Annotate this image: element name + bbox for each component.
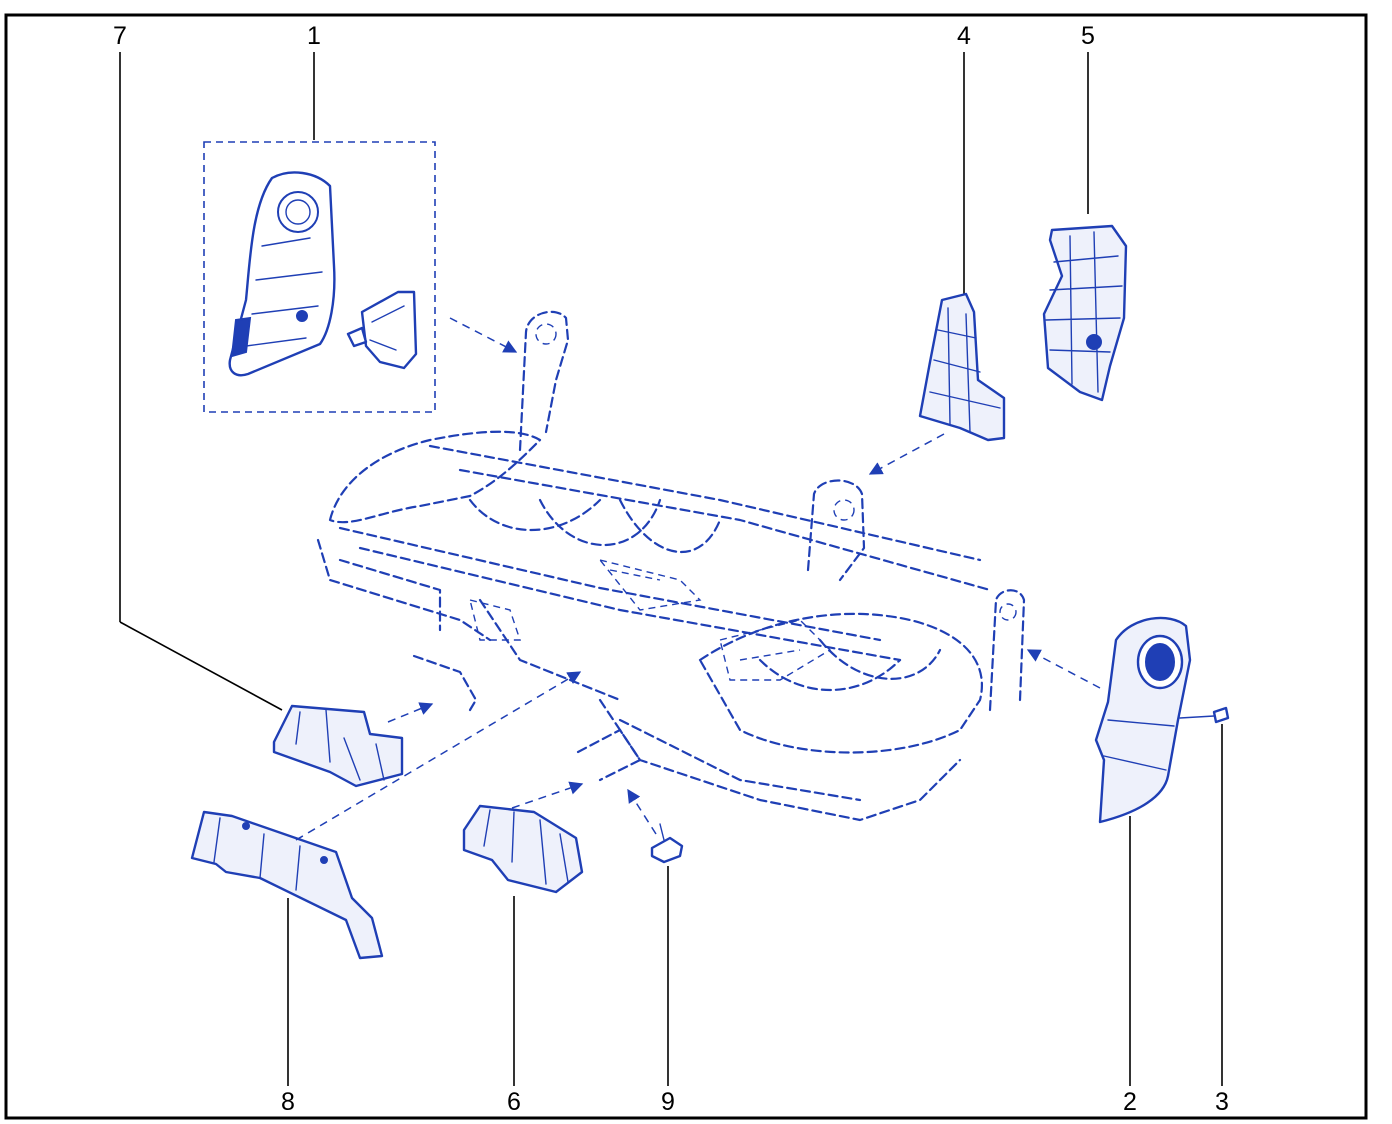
frame-front-lower-rail-2 bbox=[618, 718, 862, 802]
callout-labels: 7 1 4 5 8 6 9 2 3 bbox=[113, 22, 1229, 1116]
part-1-pivot-inner bbox=[285, 199, 311, 225]
frame-left-side-rail bbox=[316, 538, 492, 642]
part-1-pivot-ring bbox=[277, 191, 319, 233]
part-8-hole-2 bbox=[320, 856, 328, 864]
frame-left-track bbox=[412, 654, 478, 712]
arrow-part-7 bbox=[387, 702, 434, 723]
frame-rear-left-loop bbox=[328, 430, 542, 524]
callout-9: 9 bbox=[661, 1088, 675, 1116]
part-8-shell bbox=[190, 810, 384, 960]
frame-sag-3 bbox=[618, 498, 722, 554]
frame-right-pivot bbox=[999, 603, 1017, 621]
frame-center-mechanism bbox=[598, 558, 702, 611]
part-7-shell bbox=[272, 704, 404, 788]
part-6-lines bbox=[483, 809, 569, 885]
frame-long-tube-d bbox=[458, 468, 992, 592]
part-8-lines bbox=[213, 817, 301, 891]
part-5-mesh bbox=[1045, 231, 1123, 393]
part-6-track-cover-front bbox=[462, 804, 584, 894]
callout-8: 8 bbox=[281, 1088, 295, 1116]
frame-sag-1 bbox=[468, 498, 602, 531]
part-2-recliner-cover-right bbox=[1094, 616, 1192, 824]
part-4-upper-cover bbox=[918, 292, 1006, 442]
part-5-shell bbox=[1042, 224, 1128, 402]
callout-6: 6 bbox=[507, 1088, 521, 1116]
part-5-upper-cover-right bbox=[1042, 224, 1128, 402]
part-9-shank bbox=[659, 823, 665, 841]
part-1-ribs bbox=[245, 237, 323, 347]
arrow-part-6 bbox=[511, 781, 584, 809]
frame-right-upright bbox=[988, 589, 1026, 712]
callout-7: 7 bbox=[113, 22, 127, 50]
callout-4: 4 bbox=[957, 22, 971, 50]
part-3-screw bbox=[1179, 706, 1230, 724]
arrow-part-4 bbox=[868, 433, 945, 475]
frame-middle-upright bbox=[806, 479, 866, 582]
callout-5: 5 bbox=[1081, 22, 1095, 50]
leader-7-angle bbox=[119, 621, 283, 711]
part-4-mesh bbox=[929, 307, 1001, 433]
diagram-frame bbox=[4, 13, 1368, 1120]
frame-long-tube-a bbox=[338, 526, 882, 642]
frame-long-tube-b bbox=[358, 546, 902, 662]
part-1-inner-cap bbox=[360, 290, 418, 370]
frame-middle-pivot bbox=[833, 499, 855, 521]
part-7-track-cover bbox=[272, 704, 404, 788]
part-2-lines bbox=[1103, 719, 1175, 771]
part-8-front-trim bbox=[190, 810, 384, 960]
callout-3: 3 bbox=[1215, 1088, 1229, 1116]
part-8-hole-1 bbox=[242, 822, 250, 830]
callout-leaders bbox=[119, 52, 1223, 1086]
seat-frame-phantom bbox=[316, 310, 1026, 822]
part-1-dark-edge bbox=[230, 316, 252, 358]
part-9-head bbox=[650, 836, 684, 864]
part-1-group-box bbox=[203, 141, 436, 413]
part-5-screw bbox=[1086, 334, 1102, 350]
frame-right-mechanism bbox=[719, 619, 832, 681]
arrow-part-9 bbox=[627, 788, 657, 835]
callout-1: 1 bbox=[307, 22, 321, 50]
part-6-shell bbox=[462, 804, 584, 894]
part-1-screw bbox=[296, 310, 308, 322]
frame-center-link bbox=[478, 598, 622, 702]
part-9-bolt bbox=[650, 823, 684, 864]
part-1-inner-cap-tab bbox=[346, 326, 368, 348]
arrow-part-1 bbox=[449, 317, 518, 353]
part-1-inner-cap-lines bbox=[369, 305, 405, 351]
part-2-pivot-dark bbox=[1145, 643, 1175, 681]
frame-front-track bbox=[576, 728, 642, 782]
frame-left-upright bbox=[518, 310, 570, 452]
frame-left-mechanism bbox=[469, 599, 521, 641]
part-1-recliner-cover-group bbox=[203, 141, 436, 413]
frame-left-skirt bbox=[338, 558, 442, 632]
part-3-shank bbox=[1179, 715, 1215, 719]
frame-right-seat-loop bbox=[698, 612, 983, 754]
callout-2: 2 bbox=[1123, 1088, 1137, 1116]
frame-left-pivot bbox=[535, 323, 557, 345]
frame-right-sag-1 bbox=[758, 658, 902, 692]
frame-right-sag-2 bbox=[818, 638, 942, 680]
frame-sag-2 bbox=[538, 498, 662, 546]
part-3-head bbox=[1212, 706, 1230, 724]
part-7-lines bbox=[295, 709, 385, 781]
frame-long-tube-c bbox=[428, 444, 982, 562]
